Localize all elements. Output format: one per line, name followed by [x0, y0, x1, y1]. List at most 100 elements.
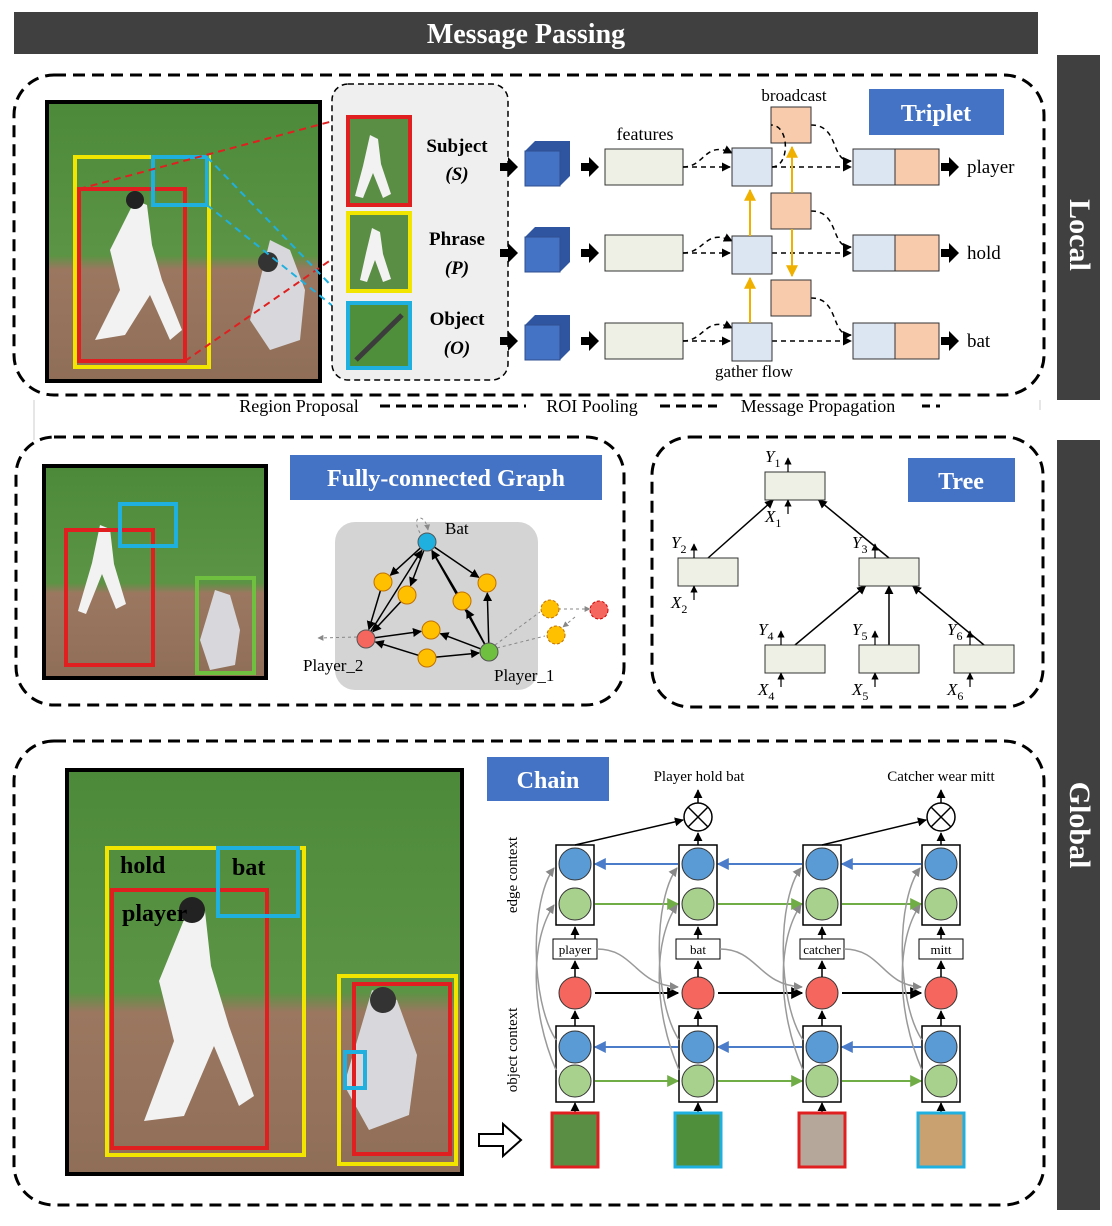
- graph-badge: Fully-connected Graph: [290, 455, 602, 500]
- object-node-green: [681, 1064, 715, 1098]
- chain-output-2: Catcher wear mitt: [887, 769, 995, 785]
- node-relation: [421, 620, 441, 640]
- object-thumbnail: [673, 1111, 723, 1169]
- features-label: features: [617, 124, 674, 144]
- edge-node-green: [558, 887, 592, 921]
- skip-connection: [658, 867, 680, 1041]
- svg-text:Phrase: Phrase: [429, 229, 485, 250]
- node-relation: [477, 573, 497, 593]
- skip-connection: [535, 904, 557, 1071]
- stage-region-proposal: Region Proposal: [239, 396, 359, 416]
- edge-node-green: [805, 887, 839, 921]
- skip-connection: [843, 948, 922, 992]
- chain-output-1: Player hold bat: [654, 769, 746, 785]
- node-relation-external: [546, 625, 566, 645]
- output-label: hold: [967, 243, 1001, 264]
- tree-y-label: Y3: [852, 533, 867, 556]
- chain-panel: hold bat player Chain Player hold bat Ca…: [12, 739, 1046, 1207]
- stage-roi-pooling: ROI Pooling: [546, 396, 638, 416]
- output-box-blue: [852, 234, 896, 272]
- node-relation-external: [540, 599, 560, 619]
- graph-panel: Fully-connected Graph Bat Player_2 Playe…: [14, 435, 626, 707]
- stage-labels: Region Proposal ROI Pooling Message Prop…: [33, 396, 1041, 440]
- chain-badge: Chain: [487, 757, 609, 801]
- object-node-red: [805, 976, 839, 1010]
- token-label: bat: [690, 942, 706, 957]
- tree-node: [953, 644, 1015, 674]
- chain-image-label-bat: bat: [232, 855, 265, 881]
- triplet-panel: Subject (S) Phrase (P) Object (O) player…: [12, 73, 1046, 397]
- graph-label-player-1: Player_1: [494, 666, 554, 685]
- cube-front: [524, 324, 561, 361]
- svg-text:(S): (S): [445, 164, 468, 185]
- cube-front: [524, 150, 561, 187]
- graph-label-bat: Bat: [445, 519, 469, 538]
- output-box-blue: [852, 322, 896, 360]
- page-title: Message Passing: [427, 19, 625, 50]
- tree-edge: [707, 499, 774, 559]
- tree-x-label: X6: [946, 680, 963, 703]
- output-label: bat: [967, 331, 991, 352]
- stage-message-propagation: Message Propagation: [741, 396, 895, 416]
- object-node-green: [924, 1064, 958, 1098]
- tree-badge: Tree: [908, 458, 1015, 502]
- graph-edge: [366, 590, 382, 631]
- propagation-nodes: [731, 106, 812, 362]
- row-label-phrase: Phrase (P): [429, 229, 485, 279]
- node-bat: [417, 532, 437, 552]
- broadcast-label: broadcast: [761, 86, 826, 105]
- tree-y-label: Y6: [947, 620, 962, 643]
- tree-y-label: Y1: [765, 447, 780, 470]
- hollow-arrow-icon: [478, 1121, 523, 1159]
- combine-in-arrow: [574, 817, 684, 846]
- row-arrow-icon: [500, 243, 518, 263]
- chain-image-label-hold: hold: [120, 853, 166, 879]
- token-label: catcher: [803, 942, 841, 957]
- row-arrow-icon: [500, 331, 518, 351]
- graph-edges: [317, 517, 591, 659]
- node-external-object: [589, 600, 609, 620]
- combine-in-arrow: [821, 817, 927, 846]
- svg-text:(O): (O): [444, 338, 470, 359]
- graph-edge: [435, 649, 480, 659]
- edge-node-blue: [681, 847, 715, 881]
- output-arrow-icon: [941, 157, 959, 177]
- tree-node: [677, 557, 739, 587]
- output-box-orange: [894, 234, 940, 272]
- object-node-green: [805, 1064, 839, 1098]
- object-node-blue: [558, 1030, 592, 1064]
- graph-edge: [483, 592, 493, 644]
- svg-text:Triplet: Triplet: [901, 101, 971, 127]
- object-node-red: [924, 976, 958, 1010]
- graph-edge: [439, 632, 481, 650]
- output-label: player: [967, 157, 1015, 178]
- skip-connection: [719, 948, 803, 992]
- graph-edge: [434, 546, 480, 578]
- node-relation: [417, 648, 437, 668]
- triplet-badge: Triplet: [869, 89, 1004, 135]
- skip-connection: [658, 904, 680, 1071]
- output-box-orange: [894, 148, 940, 186]
- output-box-blue: [852, 148, 896, 186]
- crop-object: [346, 301, 412, 370]
- combine-icon-stroke: [930, 806, 952, 828]
- dashed-flow: [810, 124, 852, 166]
- output-box-orange: [894, 322, 940, 360]
- graph-edge: [372, 601, 402, 633]
- row-label-subject: Subject (S): [426, 136, 488, 185]
- token-label: player: [559, 942, 592, 957]
- graph-photo: [42, 464, 268, 680]
- triplet-photo: [45, 100, 322, 383]
- svg-text:Object: Object: [430, 309, 486, 330]
- dashed-flow: [682, 320, 733, 342]
- self-loop: [317, 634, 358, 641]
- chain-photo: hold bat player: [65, 768, 464, 1176]
- graph-edge: [374, 640, 419, 657]
- side-label-global: Global: [1057, 440, 1100, 1210]
- combine-icon-stroke: [687, 806, 709, 828]
- tree-y-label: Y4: [758, 620, 773, 643]
- node-relation: [452, 591, 472, 611]
- svg-text:Global: Global: [1063, 782, 1096, 869]
